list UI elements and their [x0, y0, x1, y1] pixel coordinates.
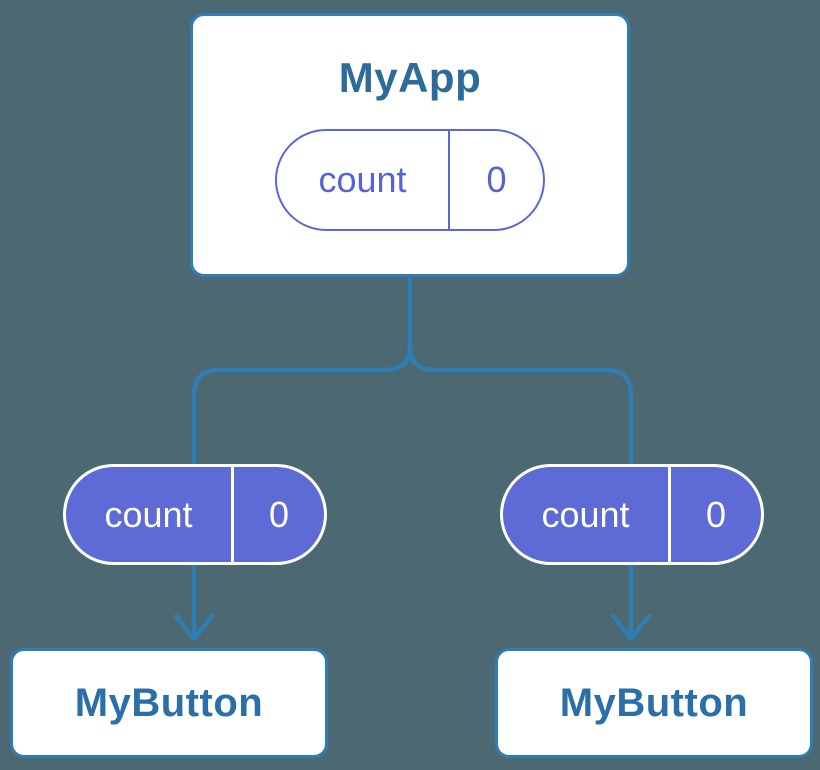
node-mybutton-left: MyButton — [10, 648, 328, 758]
node-myapp-title: MyApp — [338, 54, 482, 101]
right-branch-line — [407, 343, 634, 467]
state-pill: count 0 — [275, 129, 545, 231]
prop-pill-label: count — [104, 493, 193, 535]
connector-group — [173, 278, 652, 642]
node-mybutton-right: MyButton — [495, 648, 813, 758]
left-branch-line — [191, 343, 413, 467]
node-mybutton-title: MyButton — [559, 680, 749, 725]
prop-pill-label: count — [541, 493, 630, 535]
prop-pill-value: 0 — [231, 467, 324, 562]
node-mybutton-title: MyButton — [74, 680, 264, 725]
state-pill-label: count — [318, 159, 407, 200]
left-arrowhead-icon — [173, 613, 215, 642]
state-pill-value: 0 — [448, 131, 543, 229]
prop-pill-value: 0 — [668, 467, 761, 562]
right-arrowhead-icon — [610, 613, 652, 642]
node-myapp: MyApp count 0 — [190, 13, 630, 277]
prop-pill-right: count 0 — [500, 464, 764, 565]
prop-pill-left: count 0 — [63, 464, 327, 565]
